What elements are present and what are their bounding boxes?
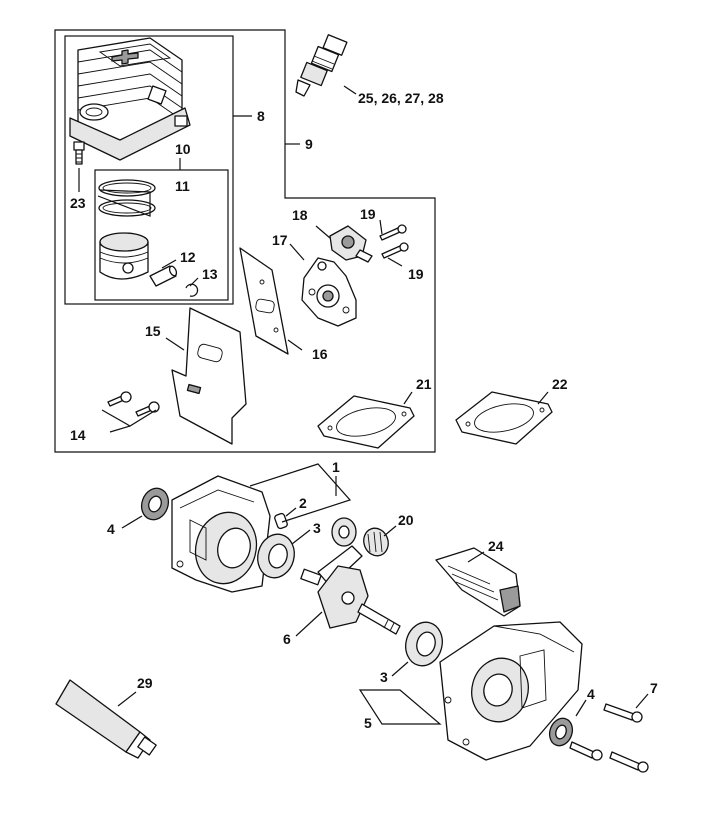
label-29: 29 <box>137 675 153 691</box>
group-10-box <box>94 169 229 301</box>
piston[interactable] <box>99 232 149 280</box>
label-15: 15 <box>145 323 161 339</box>
crankcase-right[interactable] <box>439 621 583 761</box>
gasket-22[interactable] <box>455 391 553 445</box>
screw-19-upper[interactable] <box>379 224 407 241</box>
label-5: 5 <box>364 715 372 731</box>
oil-seal-right[interactable] <box>546 715 576 749</box>
label-22: 22 <box>552 376 568 392</box>
label-11: 11 <box>175 178 190 194</box>
ball-bearing-upper[interactable] <box>253 530 299 582</box>
needle-cage[interactable] <box>360 525 392 560</box>
label-12: 12 <box>180 249 196 265</box>
label-19-lower: 19 <box>408 266 424 282</box>
piston-pin[interactable] <box>149 265 178 287</box>
carburetor-flange[interactable] <box>301 257 357 327</box>
label-25-28: 25, 26, 27, 28 <box>358 90 444 106</box>
oil-seal-left[interactable] <box>137 485 172 524</box>
label-4-left: 4 <box>107 521 115 537</box>
label-23: 23 <box>70 195 86 211</box>
label-17: 17 <box>272 232 288 248</box>
group-9-box <box>54 29 436 453</box>
screw-23[interactable] <box>73 141 85 165</box>
label-3-lower: 3 <box>380 669 388 685</box>
label-6: 6 <box>283 631 291 647</box>
circlip[interactable] <box>185 283 199 297</box>
ball-bearing-lower[interactable] <box>401 618 447 670</box>
group-8-box <box>64 35 234 305</box>
crankcase-left[interactable] <box>171 475 271 593</box>
crankshaft[interactable] <box>300 517 401 635</box>
label-1: 1 <box>332 459 340 475</box>
screw-14-lower[interactable] <box>135 401 160 417</box>
leader-lines <box>78 85 649 725</box>
cylinder[interactable] <box>69 37 191 161</box>
gasket-21[interactable] <box>317 395 415 449</box>
label-20: 20 <box>398 512 414 528</box>
grease-tube[interactable] <box>55 679 157 759</box>
label-24: 24 <box>488 538 504 554</box>
intake-part-18[interactable] <box>329 225 373 263</box>
heat-shield-15[interactable] <box>171 307 247 445</box>
label-4-right: 4 <box>587 686 595 702</box>
spark-plug[interactable] <box>295 34 348 97</box>
guide-plate[interactable] <box>435 547 521 617</box>
label-7: 7 <box>650 680 658 696</box>
screw-7-b[interactable] <box>569 741 603 761</box>
label-14: 14 <box>70 427 86 443</box>
gasket-16[interactable] <box>239 247 289 355</box>
label-21: 21 <box>416 376 432 392</box>
part-labels: 8 9 10 11 12 13 23 25, 26, 27, 28 18 19 … <box>70 90 658 731</box>
label-8: 8 <box>257 108 265 124</box>
dowel-pin[interactable] <box>274 512 288 530</box>
label-3-upper: 3 <box>313 520 321 536</box>
screw-14-upper[interactable] <box>107 391 132 407</box>
label-18: 18 <box>292 207 308 223</box>
label-16: 16 <box>312 346 328 362</box>
label-9: 9 <box>305 136 313 152</box>
label-10: 10 <box>175 141 191 157</box>
screw-19-lower[interactable] <box>381 242 409 259</box>
screw-7-c[interactable] <box>609 751 649 773</box>
piston-rings[interactable] <box>98 179 156 217</box>
label-2: 2 <box>299 495 307 511</box>
label-13: 13 <box>202 266 218 282</box>
label-19-upper: 19 <box>360 206 376 222</box>
screw-7-a[interactable] <box>603 703 643 723</box>
